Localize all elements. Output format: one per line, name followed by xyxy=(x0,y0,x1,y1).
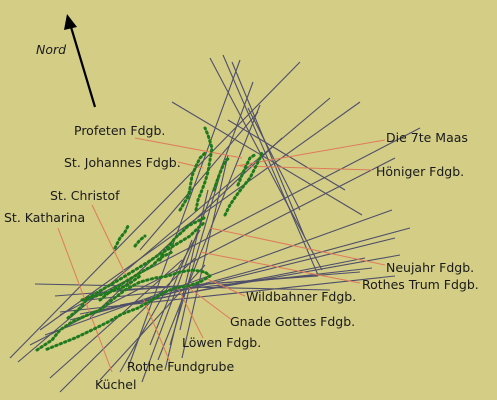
label-gnade-gottes: Gnade Gottes Fdgb. xyxy=(230,314,355,329)
vein-line xyxy=(227,119,346,191)
vein-line xyxy=(39,101,361,331)
label-kuechel: Küchel xyxy=(95,377,136,392)
label-neujahr: Neujahr Fdgb. xyxy=(386,260,474,275)
leader-profeten xyxy=(134,137,243,159)
working-trace xyxy=(133,234,147,248)
working-trace xyxy=(236,152,258,187)
vein-line xyxy=(44,209,393,336)
vein-line xyxy=(139,111,259,251)
vein-line xyxy=(119,275,319,291)
working-trace xyxy=(113,224,130,250)
mine-workings xyxy=(35,126,264,352)
vein-line xyxy=(169,174,221,346)
leader-gnade-gottes xyxy=(184,284,233,321)
working-trace xyxy=(158,216,206,262)
label-profeten: Profeten Fdgb. xyxy=(74,123,165,138)
label-wildbahner: Wildbahner Fdgb. xyxy=(246,289,356,304)
leader-loewen xyxy=(177,287,204,339)
label-rothe-fundgrube: Rothe Fundgrube xyxy=(127,359,234,374)
north-arrow-shaft xyxy=(69,26,97,108)
leader-die-7te-maas xyxy=(235,139,386,167)
leader-hoeniger xyxy=(239,165,373,171)
label-loewen: Löwen Fdgb. xyxy=(182,335,261,350)
vein-line xyxy=(94,237,396,313)
label-die-7te-maas: Die 7te Maas xyxy=(386,130,468,145)
label-st-katharina: St. Katharina xyxy=(4,210,85,225)
vein-line xyxy=(59,275,396,313)
vein-line xyxy=(231,61,306,239)
working-trace xyxy=(178,190,192,212)
leader-wildbahner xyxy=(204,277,246,297)
label-hoeniger: Höniger Fdgb. xyxy=(376,164,464,179)
leader-rothes-trum xyxy=(199,251,361,284)
vein-line xyxy=(99,264,206,381)
leader-rothe-fundgrube xyxy=(142,297,171,363)
working-trace xyxy=(223,150,264,217)
leader-lines xyxy=(57,137,386,373)
label-st-johannes: St. Johannes Fdgb. xyxy=(64,155,181,170)
leader-st-johannes xyxy=(177,161,204,169)
vein-line xyxy=(222,54,319,276)
labels: Nord Profeten Fdgb. St. Johannes Fdgb. S… xyxy=(4,42,479,392)
label-st-christof: St. Christof xyxy=(50,188,120,203)
north-arrow-head xyxy=(64,14,77,30)
vein-line xyxy=(149,239,193,346)
vein-line xyxy=(127,59,241,369)
working-trace xyxy=(35,268,212,352)
working-trace xyxy=(98,250,174,302)
vein-line xyxy=(181,154,229,359)
leader-st-christof xyxy=(91,204,133,289)
working-trace xyxy=(194,126,214,212)
working-trace xyxy=(186,150,208,200)
north-arrow xyxy=(64,14,97,108)
vein-line xyxy=(9,61,301,359)
working-trace xyxy=(212,156,232,192)
vein-line xyxy=(157,104,261,361)
vein-line xyxy=(179,284,191,331)
leader-neujahr xyxy=(209,227,386,266)
label-nord: Nord xyxy=(36,42,66,57)
vein-line xyxy=(59,257,196,393)
vein-line xyxy=(171,101,363,216)
label-rothes-trum: Rothes Trum Fdgb. xyxy=(362,277,479,292)
